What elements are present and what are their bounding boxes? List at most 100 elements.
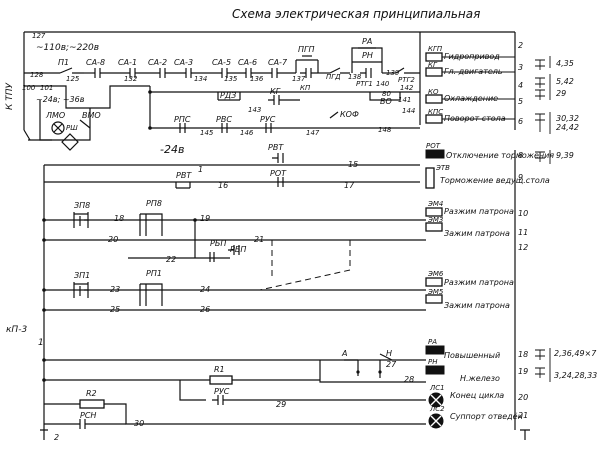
svg-text:23: 23 — [110, 285, 120, 294]
contact-zp8: ЗП8 — [73, 201, 90, 228]
svg-text:РВС: РВС — [216, 115, 232, 124]
svg-text:ЛС2: ЛС2 — [429, 405, 445, 413]
coil-ko — [425, 94, 443, 104]
svg-text:СА-7: СА-7 — [268, 58, 288, 67]
contact-rot: РОТ — [270, 169, 287, 187]
resistor-r2: R2 — [79, 389, 105, 409]
contact-sa8: СА-8 — [86, 58, 105, 78]
contact-sa3: СА-3 — [174, 58, 193, 78]
relay-ra-rn-block: РА РН — [351, 37, 383, 73]
svg-text:145: 145 — [200, 129, 214, 137]
svg-text:20: 20 — [108, 235, 118, 244]
supply-main: ~110в;~220в — [36, 43, 99, 53]
svg-text:РВТ: РВТ — [176, 171, 192, 180]
svg-text:10: 10 — [518, 209, 528, 218]
svg-text:ЭМ3: ЭМ3 — [427, 216, 443, 224]
svg-text:РН: РН — [428, 358, 438, 366]
svg-text:24,42: 24,42 — [556, 123, 579, 132]
coil-em5 — [425, 294, 443, 304]
label-ko: Охлаждение — [444, 94, 498, 103]
svg-text:9,39: 9,39 — [556, 151, 574, 160]
svg-text:15: 15 — [348, 160, 358, 169]
svg-text:КПС: КПС — [428, 108, 443, 116]
svg-text:СА-3: СА-3 — [174, 58, 193, 67]
svg-text:12: 12 — [518, 243, 528, 252]
svg-text:СА-1: СА-1 — [118, 58, 137, 67]
svg-text:22: 22 — [166, 255, 176, 264]
svg-text:РБП: РБП — [210, 239, 226, 248]
svg-text:ЭТВ: ЭТВ — [435, 164, 450, 172]
svg-text:2: 2 — [54, 433, 59, 442]
coil-kps — [425, 114, 443, 124]
label-rot: Отключение торможения — [446, 151, 554, 160]
svg-text:R2: R2 — [86, 389, 97, 398]
svg-text:РШ: РШ — [66, 124, 78, 132]
coil-em3 — [425, 222, 443, 232]
svg-text:ЛМО: ЛМО — [45, 111, 65, 120]
svg-text:РП8: РП8 — [146, 199, 162, 208]
svg-text:РБП: РБП — [230, 245, 246, 254]
contact-zp1: ЗП1 — [73, 271, 90, 298]
svg-text:128: 128 — [30, 71, 44, 79]
svg-text:РУС: РУС — [214, 387, 230, 396]
svg-text:80: 80 — [382, 90, 391, 98]
contact-vo: ВО — [369, 92, 401, 106]
svg-text:КО: КО — [428, 88, 439, 96]
contact-pgp: ПГП — [295, 45, 319, 73]
svg-text:19: 19 — [200, 214, 210, 223]
svg-text:КГП: КГП — [428, 45, 443, 53]
svg-text:СА-2: СА-2 — [148, 58, 167, 67]
svg-text:5: 5 — [518, 97, 523, 106]
label-kp3: кП-3 — [6, 325, 27, 335]
supply-lamp: ~24в; ~36в — [36, 95, 85, 104]
svg-text:ВО: ВО — [380, 97, 392, 106]
svg-text:2: 2 — [518, 41, 523, 50]
switch-vmo: ВМО — [79, 111, 101, 129]
ref-block-1: 4,35 — [535, 56, 574, 70]
svg-text:148: 148 — [378, 126, 392, 134]
svg-text:11: 11 — [518, 228, 528, 237]
coil-rot — [425, 149, 445, 159]
svg-text:28: 28 — [404, 375, 414, 384]
ref-block-4: 9,39 — [535, 150, 574, 164]
coil-ra — [425, 345, 445, 355]
contact-rsn: РСН — [44, 411, 126, 429]
svg-text:РА: РА — [428, 338, 437, 346]
svg-text:18: 18 — [114, 214, 124, 223]
svg-text:29: 29 — [276, 400, 286, 409]
wire-100: 100 — [22, 84, 36, 92]
resistor-r1: R1 — [209, 365, 233, 385]
svg-text:КП: КП — [300, 84, 311, 92]
label-em6: Разжим патрона — [444, 278, 514, 287]
svg-text:132: 132 — [124, 75, 138, 83]
svg-text:ЗП1: ЗП1 — [74, 271, 90, 280]
supply-dc: -24в — [160, 143, 184, 156]
svg-text:4,35: 4,35 — [556, 59, 574, 68]
svg-text:26: 26 — [200, 305, 210, 314]
svg-text:19: 19 — [518, 367, 528, 376]
label-em5: Зажим патрона — [444, 301, 510, 310]
svg-text:РДЗ: РДЗ — [220, 91, 236, 100]
svg-text:138: 138 — [348, 73, 362, 81]
contact-sa2: СА-2 — [148, 58, 167, 78]
svg-text:СА-5: СА-5 — [212, 58, 231, 67]
ref-block-2: 5,42 29 — [535, 74, 574, 100]
svg-text:Н: Н — [386, 349, 392, 358]
contact-rus: РУС — [260, 115, 276, 133]
label-kps: Поворот стола — [444, 114, 506, 123]
switch-p1: П1 — [58, 58, 84, 74]
svg-text:ПГП: ПГП — [298, 45, 315, 54]
ref-block-3: 30,32 24,42 — [535, 112, 579, 134]
svg-text:144: 144 — [402, 107, 415, 115]
contact-rvt: РВТ — [175, 171, 192, 189]
svg-text:137: 137 — [292, 75, 306, 83]
svg-text:125: 125 — [66, 75, 80, 83]
contact-kg: КГ — [268, 87, 300, 105]
contact-kof: КОФ — [329, 110, 359, 119]
svg-text:РПС: РПС — [174, 115, 191, 124]
plug-rsh: РШ — [61, 124, 79, 151]
svg-text:РСН: РСН — [80, 411, 96, 420]
svg-text:3,24,28,33: 3,24,28,33 — [554, 371, 597, 380]
contact-rtg2: РТГ2 — [395, 67, 420, 84]
svg-text:147: 147 — [306, 129, 320, 137]
